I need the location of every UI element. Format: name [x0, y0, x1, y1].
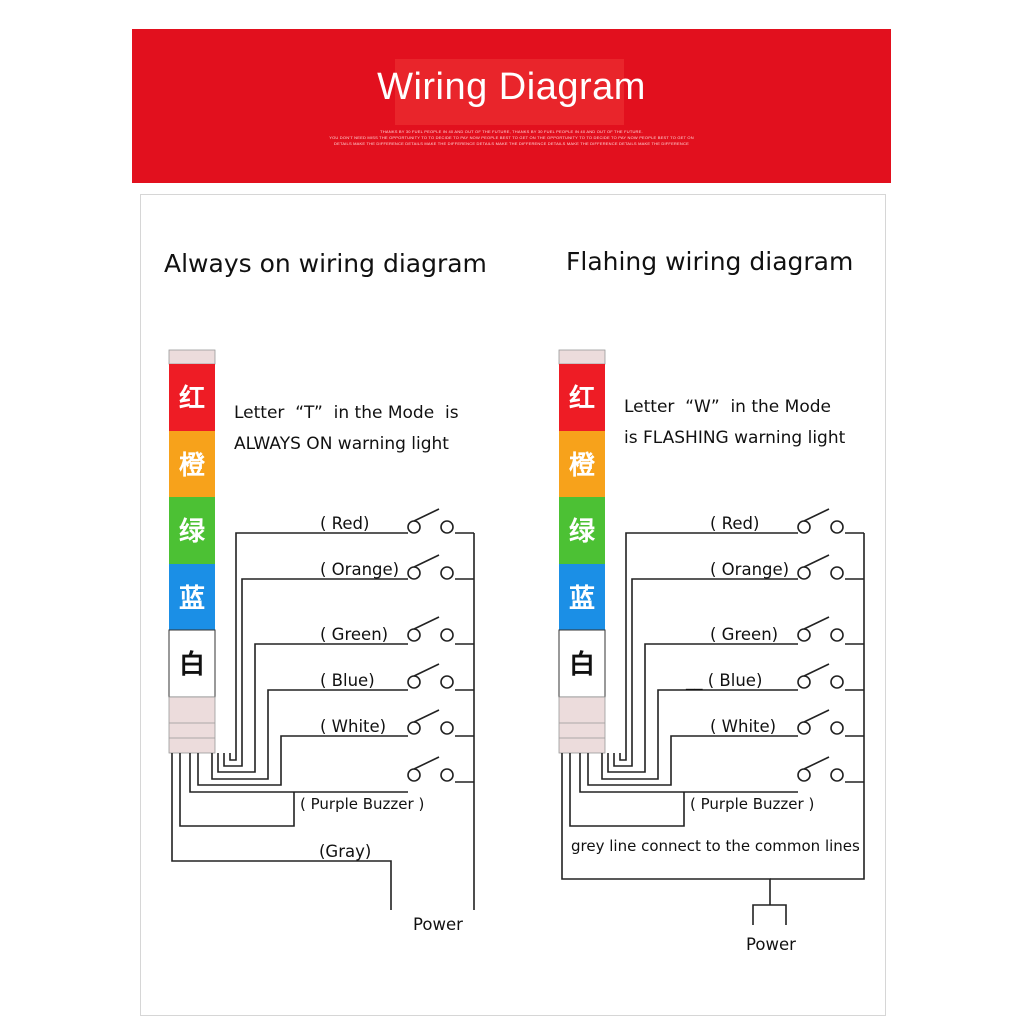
left-diagram: Always on wiring diagram Letter “T” in t… — [164, 249, 487, 934]
tower-base — [558, 696, 606, 754]
switch-white — [407, 709, 454, 735]
switch-red — [797, 508, 844, 534]
label-white: ( White) — [320, 717, 386, 736]
wire-white — [587, 735, 798, 786]
wire-blue — [601, 689, 798, 780]
wire-orange — [223, 578, 408, 767]
label-green: ( Green) — [320, 625, 388, 644]
tower-segment-green — [169, 497, 215, 564]
wire-buzzer-return — [569, 753, 685, 827]
label-orange: ( Orange) — [710, 560, 789, 579]
banner-title: Wiring Diagram — [377, 66, 646, 108]
tower-cap — [558, 349, 606, 365]
wire-red — [229, 532, 408, 761]
tower-label-red: 红 — [179, 383, 205, 414]
tower-label-green: 绿 — [179, 517, 206, 547]
tower-segment-red — [559, 364, 605, 431]
label-green: ( Green) — [710, 625, 778, 644]
wire-common — [770, 533, 865, 880]
banner-title-highlight — [395, 59, 624, 125]
tower-segment-green — [559, 497, 605, 564]
wire-gray — [171, 753, 392, 910]
label-common-note: grey line connect to the common lines — [571, 837, 860, 855]
label-purple-buzzer: ( Purple Buzzer ) — [300, 795, 424, 813]
left-switches — [407, 508, 454, 782]
switch-buzzer — [797, 756, 844, 782]
right-mode-note-line1: Letter “W” in the Mode — [624, 397, 831, 417]
left-wires — [171, 532, 475, 910]
tower-label-white: 白 — [179, 649, 205, 680]
label-white: ( White) — [710, 717, 776, 736]
switch-blue — [797, 663, 844, 689]
tower-label-red: 红 — [569, 383, 595, 414]
wire-buzzer — [579, 753, 798, 793]
switch-green — [797, 616, 844, 642]
header-banner: Wiring Diagram THANKS BY 30 FUEL PEOPLE … — [132, 29, 891, 183]
tower-segment-red — [169, 364, 215, 431]
wire-buzzer-return — [179, 753, 295, 827]
tower-segment-orange — [559, 431, 605, 497]
switch-orange — [407, 554, 454, 580]
label-orange: ( Orange) — [320, 560, 399, 579]
tower-base — [168, 696, 216, 754]
wire-white — [197, 735, 408, 786]
tower-segment-blue — [559, 564, 605, 630]
tower-label-green: 绿 — [569, 517, 596, 547]
wire-orange — [613, 578, 798, 767]
wire-blue — [211, 689, 408, 780]
left-signal-tower: 红 橙 绿 蓝 白 — [168, 349, 216, 754]
label-blue: __ ( Blue) — [685, 671, 762, 691]
wire-red — [619, 532, 798, 761]
right-title: Flahing wiring diagram — [566, 247, 853, 276]
left-mode-note-line2: ALWAYS ON warning light — [234, 434, 449, 454]
switch-green — [407, 616, 454, 642]
label-red: ( Red) — [710, 514, 759, 533]
right-wires — [561, 532, 865, 925]
tower-segment-white — [558, 629, 606, 698]
tower-segment-blue — [169, 564, 215, 630]
right-diagram: Flahing wiring diagram Letter “W” in the… — [558, 247, 865, 954]
banner-fine-print-2: YOU DON'T NEED MISS THE OPPORTUNITY TO T… — [329, 135, 694, 140]
left-mode-note-line1: Letter “T” in the Mode is — [234, 403, 459, 423]
wire-green — [607, 643, 798, 773]
banner-fine-print-1: THANKS BY 30 FUEL PEOPLE IN 40 AND OUT O… — [380, 129, 643, 134]
banner-fine-print-3: DETAILS MAKE THE DIFFERENCE DETAILS MAKE… — [334, 141, 689, 146]
tower-label-orange: 橙 — [179, 451, 206, 481]
switch-white — [797, 709, 844, 735]
left-title: Always on wiring diagram — [164, 249, 487, 278]
power-terminal — [752, 904, 787, 925]
label-gray: (Gray) — [319, 842, 371, 861]
right-switches — [797, 508, 844, 782]
wire-gray — [561, 753, 771, 905]
tower-cap — [168, 349, 216, 365]
wire-buzzer — [189, 753, 408, 793]
label-power: Power — [746, 935, 796, 954]
tower-label-blue: 蓝 — [179, 584, 205, 614]
label-red: ( Red) — [320, 514, 369, 533]
switch-buzzer — [407, 756, 454, 782]
switch-blue — [407, 663, 454, 689]
right-mode-note-line2: is FLASHING warning light — [624, 428, 846, 448]
right-signal-tower: 红 橙 绿 蓝 白 — [558, 349, 606, 754]
tower-label-blue: 蓝 — [569, 584, 595, 614]
label-purple-buzzer: ( Purple Buzzer ) — [690, 795, 814, 813]
tower-segment-orange — [169, 431, 215, 497]
tower-label-white: 白 — [569, 649, 595, 680]
tower-label-orange: 橙 — [569, 451, 596, 481]
wire-green — [217, 643, 408, 773]
switch-red — [407, 508, 454, 534]
label-power: Power — [413, 915, 463, 934]
label-blue: ( Blue) — [320, 671, 375, 690]
switch-orange — [797, 554, 844, 580]
